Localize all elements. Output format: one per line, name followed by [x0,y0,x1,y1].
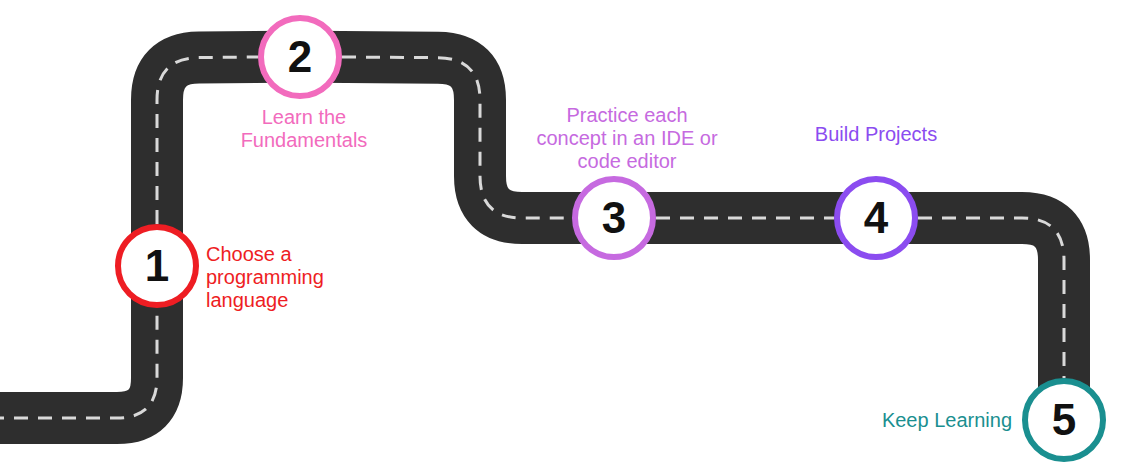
step-circle: 2Learn the Fundamentals [258,15,342,99]
step-circle: 5Keep Learning [1022,378,1106,462]
road-segment [0,300,157,418]
road-dashes [918,218,1064,378]
step-label: Keep Learning [832,409,1012,432]
road-segment [918,218,1064,378]
road-connector [918,218,1064,378]
step-number: 4 [864,196,888,240]
road-dashes [656,217,834,220]
road-segment [656,192,834,244]
road-dashes [0,300,157,418]
step-label: Learn the Fundamentals [214,106,394,152]
step-circle: 3Practice each concept in an IDE or code… [572,176,656,260]
step-number: 3 [602,196,626,240]
step-number: 1 [145,244,169,288]
road-connector [656,218,834,219]
step-label: Practice each concept in an IDE or code … [532,104,722,173]
step-circle: 4Build Projects [834,176,918,260]
step-label: Choose a programming language [206,243,371,312]
step-label: Build Projects [786,123,966,146]
step-number: 5 [1052,398,1076,442]
step-number: 2 [288,35,312,79]
step-circle: 1Choose a programming language [115,224,199,308]
